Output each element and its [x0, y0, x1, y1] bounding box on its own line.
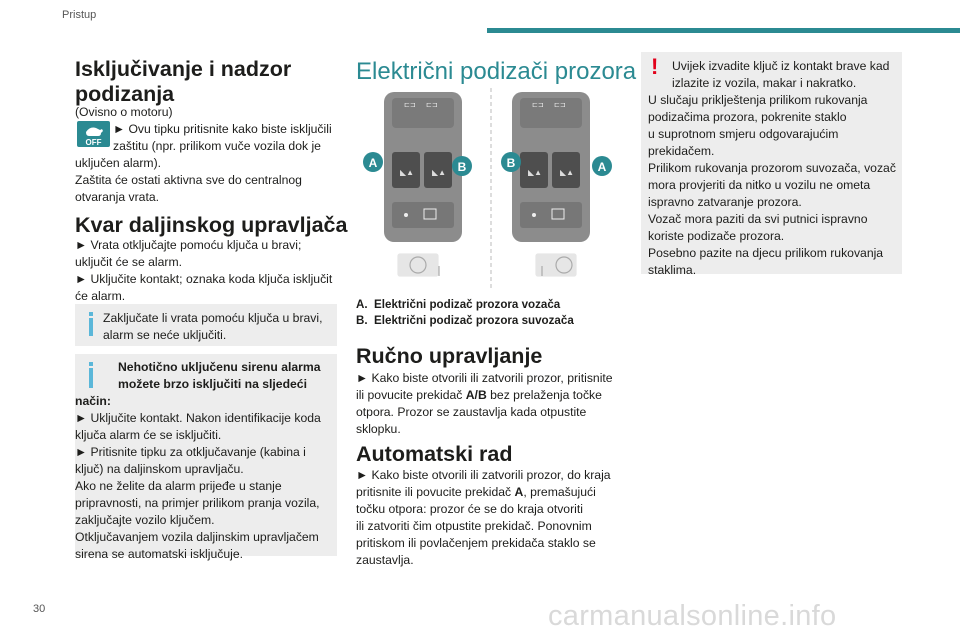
window-switch-illustration: ⊏⊐ ⊏⊐ ◣▲ ◣▲ ⊏⊐ ⊏⊐ ◣▲ ◣▲ A B B A	[363, 88, 612, 288]
page-number: 30	[33, 603, 46, 615]
badge-b-right	[501, 152, 521, 172]
info-box-key-lock: Zaključate li vrata pomoću ključa u brav…	[75, 304, 337, 346]
badge-a-right	[592, 156, 612, 176]
manual-text-2: ili povucite prekidač A/B bez prelaženja…	[356, 388, 602, 402]
warning-text-11: koriste podizače prozora.	[648, 229, 785, 243]
manual-text-3: otpora. Prozor se zaustavlja kada otpust…	[356, 405, 587, 419]
header-accent-bar	[487, 28, 960, 33]
warning-text-8: mora provjeriti da nitko u vozilu ne ome…	[648, 178, 871, 192]
legend-a: A. Električni podizač prozora vozača	[356, 298, 561, 311]
kvar-text-2: uključit će se alarm.	[75, 255, 183, 269]
svg-text:A: A	[369, 156, 378, 170]
warning-text-5: u suprotnom smjeru odgovarajućim	[648, 127, 839, 141]
legend-b: B. Električni podizač prozora suvozača	[356, 314, 574, 327]
manual-text-4: sklopku.	[356, 422, 401, 436]
info-icon	[89, 312, 93, 316]
kvar-text-3: ► Uključite kontakt; oznaka koda ključa …	[75, 272, 333, 286]
auto-text-4: ili zatvoriti čim otpustite prekidač. Po…	[356, 519, 592, 533]
info2-bold-1: Nehotično uključenu sirenu alarma	[118, 360, 321, 374]
badge-a-left	[363, 152, 383, 172]
warning-text-3: U slučaju priklještenja prilikom rukovan…	[648, 93, 868, 107]
section-title-power-windows: Električni podizači prozora	[356, 58, 637, 85]
auto-text-1: ► Kako biste otvorili ili zatvorili proz…	[356, 468, 611, 482]
svg-text:⊏⊐: ⊏⊐	[554, 102, 566, 109]
steering-wheel-icon	[397, 253, 577, 277]
manual-text-1: ► Kako biste otvorili ili zatvorili proz…	[356, 371, 613, 385]
off-button-icon: OFF	[77, 121, 110, 147]
svg-text:◣▲: ◣▲	[400, 168, 414, 177]
info2-bold-3: način:	[75, 394, 111, 408]
section-title-automatic: Automatski rad	[356, 442, 513, 466]
off-text-3: uključen alarm).	[75, 156, 162, 170]
running-header: Pristup	[62, 9, 97, 21]
svg-text:◣▲: ◣▲	[560, 168, 574, 177]
auto-text-6: zaustavlja.	[356, 553, 414, 567]
info2-text-8: Otključavanjem vozila daljinskim upravlj…	[75, 530, 319, 544]
kvar-text-1: ► Vrata otključajte pomoću ključa u brav…	[75, 238, 302, 252]
info-icon	[89, 362, 93, 366]
info2-bold-2: možete brzo isključiti na sljedeći	[118, 377, 307, 391]
info2-text-5: Ako ne želite da alarm prijeđe u stanje	[75, 479, 282, 493]
info-icon-bar	[89, 318, 93, 336]
svg-text:◣▲: ◣▲	[528, 168, 542, 177]
info2-text-2: ključa alarm će se isključiti.	[75, 428, 222, 442]
warning-text-9: ispravno zatvaranje prozora.	[648, 195, 802, 209]
auto-text-2: pritisnite ili povucite prekidač A, prem…	[356, 485, 596, 499]
off-icon-label: OFF	[86, 138, 102, 147]
window-lock-icon: ⊏⊐	[426, 102, 438, 109]
off-text-1: ► Ovu tipku pritisnite kako biste isklju…	[113, 122, 332, 136]
watermark: carmanualsonline.info	[548, 600, 837, 632]
section-title-remote-fault: Kvar daljinskog upravljača	[75, 213, 348, 237]
info2-text-9: sirena se automatski isključuje.	[75, 547, 243, 561]
svg-text:B: B	[507, 156, 516, 170]
section-title-deactivation: Isključivanje i nadzor podizanja	[75, 57, 292, 106]
svg-text:A: A	[598, 160, 607, 174]
badge-b-left	[452, 156, 472, 176]
info2-text-7: zaključajte vozilo ključem.	[75, 513, 215, 527]
info2-text-6: pripravnosti, na primjer prilikom pranja…	[75, 496, 320, 510]
warning-text-6: prekidačem.	[648, 144, 715, 158]
warning-text-7: Prilikom rukovanja prozorom suvozača, vo…	[648, 161, 896, 175]
kvar-text-4: će alarm.	[75, 289, 126, 303]
warning-text-2: izlazite iz vozila, makar i nakratko.	[672, 76, 857, 90]
off-text-5: otvaranja vrata.	[75, 190, 160, 204]
lock-icon: ⊏⊐	[404, 102, 416, 109]
info1-text-1: Zaključate li vrata pomoću ključa u brav…	[103, 311, 323, 325]
section-title-manual: Ručno upravljanje	[356, 344, 543, 368]
warning-box: ! Uvijek izvadite ključ iz kontakt brave…	[641, 52, 902, 277]
svg-text:◣▲: ◣▲	[432, 168, 446, 177]
warning-text-4: podizačima prozora, pokrenite staklo	[648, 110, 847, 124]
off-text-2: zaštitu (npr. prilikom vuče vozila dok j…	[113, 139, 321, 153]
svg-text:⊏⊐: ⊏⊐	[532, 102, 544, 109]
info-box-siren: Nehotično uključenu sirenu alarma možete…	[75, 354, 337, 561]
info1-text-2: alarm se neće uključiti.	[103, 328, 227, 342]
auto-text-3: točku otpora: prozor će se do kraja otvo…	[356, 502, 583, 516]
auto-text-5: pritiskom ili povlačenjem prekidača stak…	[356, 536, 596, 550]
warning-text-12: Posebno pazite na djecu prilikom rukovan…	[648, 246, 884, 260]
warning-text-10: Vozač mora paziti da svi putnici ispravn…	[648, 212, 868, 226]
warning-text-1: Uvijek izvadite ključ iz kontakt brave k…	[672, 59, 890, 73]
info2-text-3: ► Pritisnite tipku za otključavanje (kab…	[75, 445, 306, 459]
info2-text-4: ključ) na daljinskom upravljaču.	[75, 462, 244, 476]
motor-note: (Ovisno o motoru)	[75, 105, 173, 119]
warning-icon: !	[651, 54, 659, 79]
svg-text:B: B	[458, 160, 467, 174]
info2-text-1: ► Uključite kontakt. Nakon identifikacij…	[75, 411, 321, 425]
warning-text-13: staklima.	[648, 263, 697, 277]
off-text-4: Zaštita će ostati aktivna sve do central…	[75, 173, 302, 187]
info-icon-bar	[89, 368, 93, 388]
